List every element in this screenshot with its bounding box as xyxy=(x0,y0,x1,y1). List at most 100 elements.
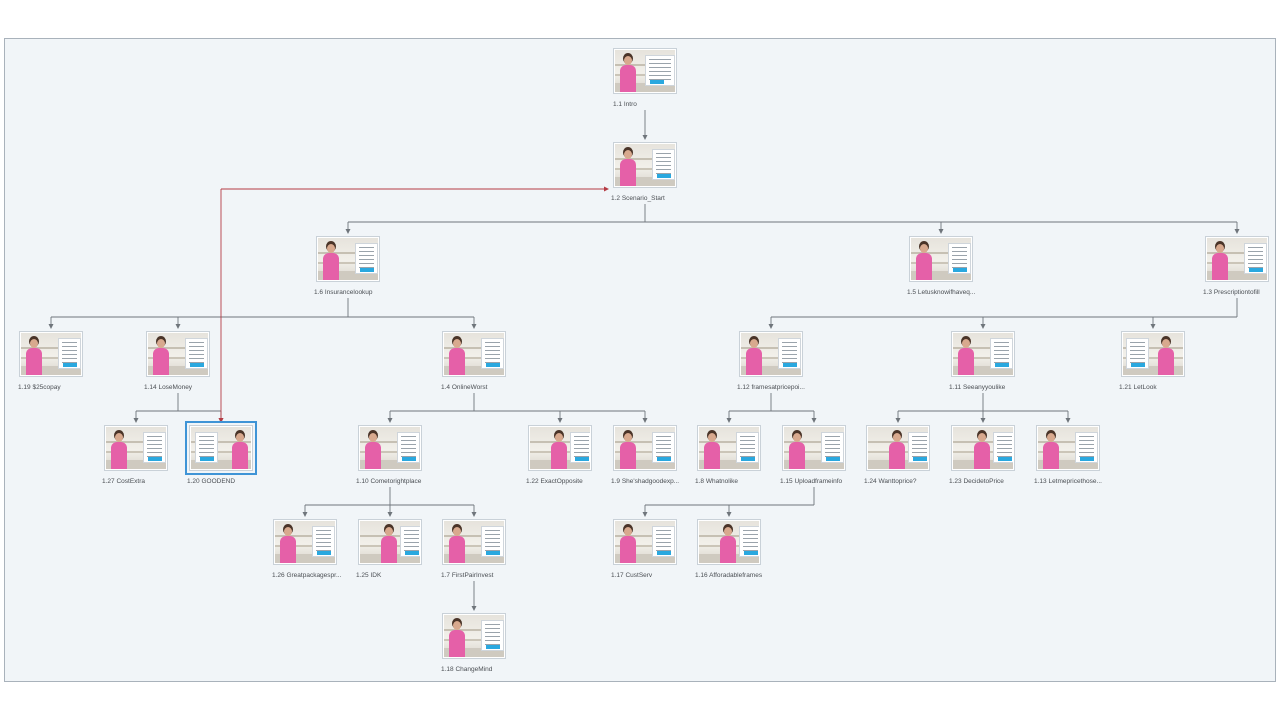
slide-preview-image xyxy=(615,50,675,92)
slide-preview-image xyxy=(615,521,675,563)
slide-preview-image xyxy=(699,427,759,469)
character-figure xyxy=(110,433,128,469)
slide-thumbnail-1-15[interactable] xyxy=(782,425,846,471)
slide-thumbnail-1-24[interactable] xyxy=(866,425,930,471)
slide-thumbnail-1-26[interactable] xyxy=(273,519,337,565)
text-panel xyxy=(481,620,504,651)
slide-preview-image xyxy=(530,427,590,469)
character-figure xyxy=(703,433,721,469)
slide-thumbnail-1-2[interactable] xyxy=(613,142,677,188)
slide-thumbnail-1-13[interactable] xyxy=(1036,425,1100,471)
slide-label: 1.25 IDK xyxy=(356,572,382,579)
button-shape xyxy=(1080,457,1094,461)
slide-thumbnail-1-7[interactable] xyxy=(442,519,506,565)
character-figure xyxy=(448,527,466,563)
button-shape xyxy=(63,363,77,367)
slide-thumbnail-1-21[interactable] xyxy=(1121,331,1185,377)
button-shape xyxy=(190,363,204,367)
text-panel xyxy=(652,149,675,180)
slide-label: 1.27 CostExtra xyxy=(102,478,145,485)
slide-thumbnail-1-20[interactable] xyxy=(185,421,257,475)
slide-thumbnail-1-19[interactable] xyxy=(19,331,83,377)
character-figure xyxy=(788,433,806,469)
text-panel xyxy=(481,338,504,369)
slide-thumbnail-1-11[interactable] xyxy=(951,331,1015,377)
button-shape xyxy=(317,551,331,555)
character-figure xyxy=(619,56,637,92)
slide-thumbnail-1-18[interactable] xyxy=(442,613,506,659)
slide-thumbnail-1-9[interactable] xyxy=(613,425,677,471)
slide-thumbnail-1-16[interactable] xyxy=(697,519,761,565)
slide-thumbnail-1-10[interactable] xyxy=(358,425,422,471)
text-panel xyxy=(1075,432,1098,463)
slide-label: 1.21 LetLook xyxy=(1119,384,1157,391)
slide-thumbnail-1-8[interactable] xyxy=(697,425,761,471)
slide-thumbnail-1-27[interactable] xyxy=(104,425,168,471)
text-panel xyxy=(185,338,208,369)
character-figure xyxy=(619,150,637,186)
slide-label: 1.23 DecidetoPrice xyxy=(949,478,1004,485)
slide-preview-image xyxy=(318,238,378,280)
text-panel xyxy=(990,338,1013,369)
text-panel xyxy=(195,432,218,463)
slide-thumbnail-1-12[interactable] xyxy=(739,331,803,377)
text-panel xyxy=(58,338,81,369)
text-panel xyxy=(821,432,844,463)
button-shape xyxy=(575,457,589,461)
slide-label: 1.11 Seeanyyoulike xyxy=(949,384,1006,391)
character-figure xyxy=(364,433,382,469)
slide-thumbnail-1-17[interactable] xyxy=(613,519,677,565)
text-panel xyxy=(1126,338,1149,369)
slide-label: 1.6 Insurancelookup xyxy=(314,289,373,296)
button-shape xyxy=(486,551,500,555)
text-panel xyxy=(312,526,335,557)
character-figure xyxy=(448,621,466,657)
button-shape xyxy=(741,457,755,461)
slide-label: 1.10 Cometorightplace xyxy=(356,478,422,485)
button-shape xyxy=(200,457,214,461)
button-shape xyxy=(995,363,1009,367)
slide-thumbnail-1-25[interactable] xyxy=(358,519,422,565)
character-figure xyxy=(152,339,170,375)
slide-label: 1.14 LoseMoney xyxy=(144,384,193,391)
slide-thumbnail-1-1[interactable] xyxy=(613,48,677,94)
button-shape xyxy=(953,268,967,272)
slide-preview-image xyxy=(360,521,420,563)
slide-preview-image xyxy=(1123,333,1183,375)
slide-preview-image xyxy=(784,427,844,469)
slide-preview-image xyxy=(360,427,420,469)
slide-thumbnail-1-14[interactable] xyxy=(146,331,210,377)
character-figure xyxy=(25,339,43,375)
slide-label: 1.20 GOODEND xyxy=(187,478,236,485)
slide-preview-image xyxy=(615,144,675,186)
slide-label: 1.9 She'shadgoodexp... xyxy=(611,478,680,485)
button-shape xyxy=(657,457,671,461)
text-panel xyxy=(652,526,675,557)
slide-label: 1.7 FirstPairInvest xyxy=(441,572,494,579)
slide-label: 1.5 Letusknowifhaveq... xyxy=(907,289,976,296)
slide-thumbnail-1-22[interactable] xyxy=(528,425,592,471)
slide-thumbnail-1-23[interactable] xyxy=(951,425,1015,471)
text-panel xyxy=(652,432,675,463)
character-figure xyxy=(380,527,398,563)
slide-label: 1.26 Greatpackagespr... xyxy=(272,572,342,579)
button-shape xyxy=(913,457,927,461)
character-figure xyxy=(1157,339,1175,375)
slide-thumbnail-1-3[interactable] xyxy=(1205,236,1269,282)
slide-label: 1.13 Letmepricethose... xyxy=(1034,478,1102,485)
button-shape xyxy=(657,551,671,555)
button-shape xyxy=(783,363,797,367)
slide-preview-image xyxy=(868,427,928,469)
slide-thumbnail-1-6[interactable] xyxy=(316,236,380,282)
text-panel xyxy=(908,432,928,463)
slide-thumbnail-1-5[interactable] xyxy=(909,236,973,282)
character-figure xyxy=(279,527,297,563)
button-shape xyxy=(744,551,758,555)
text-panel xyxy=(739,526,759,557)
character-figure xyxy=(888,433,906,469)
slide-preview-image xyxy=(444,333,504,375)
character-figure xyxy=(957,339,975,375)
slide-thumbnail-1-4[interactable] xyxy=(442,331,506,377)
text-panel xyxy=(143,432,166,463)
character-figure xyxy=(619,527,637,563)
